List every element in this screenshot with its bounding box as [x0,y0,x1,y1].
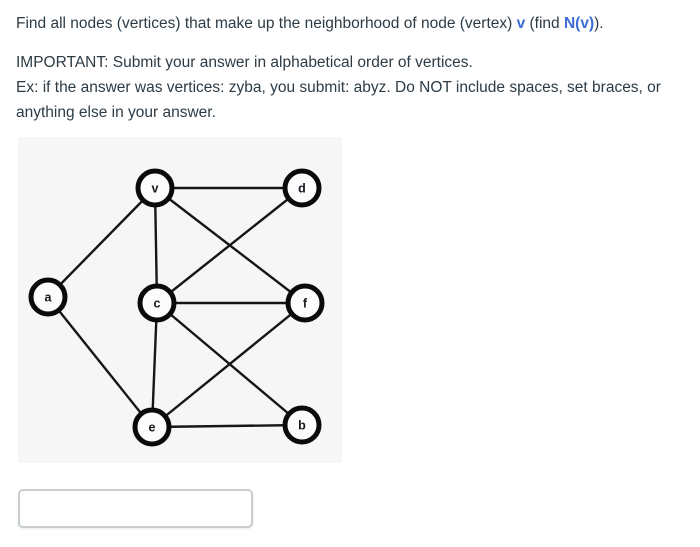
graph-node-b: b [282,405,322,445]
graph-node-a: a [28,277,68,317]
node-circle-f [285,283,325,323]
question-prompt: Find all nodes (vertices) that make up t… [16,13,692,34]
edge-c-e [150,302,159,428]
node-circle-v [135,168,175,208]
vertex-v-highlight: v [516,15,526,32]
node-circle-e [132,407,172,447]
question-text-prefix: Find all nodes (vertices) that make up t… [16,15,517,32]
graph-node-e: e [132,407,172,447]
node-label-v: v [152,182,159,196]
node-circle-b [282,405,322,445]
node-circle-c [137,283,177,323]
instruction-example-line-2: anything else in your answer. [16,104,216,121]
node-circle-a [28,277,68,317]
question-text-mid: (find [525,15,564,32]
graph-node-c: c [137,283,177,323]
instruction-important-line: IMPORTANT: Submit your answer in alphabe… [16,54,473,71]
node-label-a: a [45,291,53,305]
question-text-suffix: ). [594,15,604,32]
node-label-b: b [298,419,306,433]
graph-node-f: f [285,283,325,323]
edge-e-b [151,423,303,429]
instruction-example-line: Ex: if the answer was vertices: zyba, yo… [16,79,661,96]
node-label-f: f [303,297,308,311]
graph-node-v: v [135,168,175,208]
instructions: IMPORTANT: Submit your answer in alphabe… [16,50,696,125]
node-label-c: c [154,297,161,311]
node-label-e: e [149,421,156,435]
graph-svg: v d a c f e b [28,168,325,447]
node-circle-d [282,168,322,208]
answer-input[interactable] [18,489,253,528]
graph-image-panel: v d a c f e b [18,137,342,463]
node-label-d: d [298,182,306,196]
edge-e-a [47,296,153,428]
graph-node-d: d [282,168,322,208]
edge-e-f [151,302,306,428]
edge-c-d [156,187,303,304]
neighborhood-nv-highlight: N(v) [563,15,595,32]
edge-v-a [47,187,156,298]
